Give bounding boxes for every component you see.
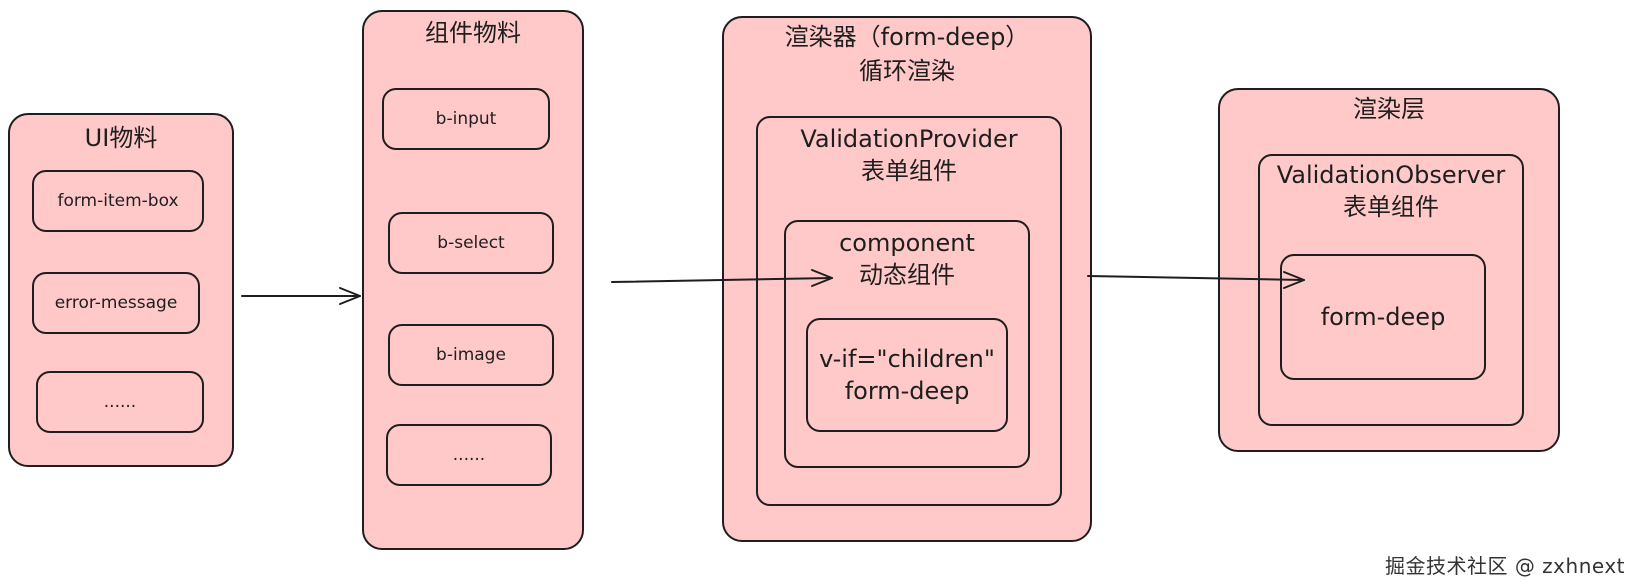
component-materials-title: 组件物料 (425, 19, 521, 47)
renderer-title: 渲染器（form-deep） (784, 23, 1030, 51)
arrowhead-ui-to-components (339, 287, 361, 305)
validation-observer-title: ValidationObserver (1276, 161, 1506, 189)
dynamic-component-title: component (839, 229, 975, 257)
render-layer-title: 渲染层 (1353, 95, 1425, 123)
dynamic-component-subtitle: 动态组件 (859, 261, 955, 289)
component-materials-box: 组件物料 b-input b-select b-image ...... (362, 10, 584, 550)
ui-item-form-item-box: form-item-box (32, 170, 204, 232)
component-item-more: ...... (386, 424, 552, 486)
arrowhead-components-to-renderer (811, 269, 833, 287)
form-deep-box: form-deep (1280, 254, 1486, 380)
validation-provider-box: ValidationProvider 表单组件 component 动态组件 v… (756, 116, 1062, 506)
component-item-b-select: b-select (388, 212, 554, 274)
recursion-label: v-if="children" form-deep (819, 345, 995, 405)
arrow-renderer-to-render-layer (1087, 275, 1305, 281)
arrow-components-to-renderer (611, 277, 833, 283)
recursion-box: v-if="children" form-deep (806, 318, 1008, 432)
component-item-b-input: b-input (382, 88, 550, 150)
ui-item-more: ...... (36, 371, 204, 433)
renderer-subtitle: 循环渲染 (859, 57, 955, 85)
component-item-b-image: b-image (388, 324, 554, 386)
watermark: 掘金技术社区 @ zxhnext (1384, 554, 1625, 578)
ui-materials-box: UI物料 form-item-box error-message ...... (8, 113, 234, 467)
ui-item-error-message: error-message (32, 272, 200, 334)
validation-observer-subtitle: 表单组件 (1343, 193, 1439, 221)
validation-provider-subtitle: 表单组件 (861, 157, 957, 185)
render-layer-box: 渲染层 ValidationObserver 表单组件 form-deep (1218, 88, 1560, 452)
dynamic-component-box: component 动态组件 v-if="children" form-deep (784, 220, 1030, 468)
ui-materials-title: UI物料 (84, 124, 158, 152)
arrowhead-renderer-to-render-layer (1283, 271, 1305, 289)
validation-observer-box: ValidationObserver 表单组件 form-deep (1258, 154, 1524, 426)
validation-provider-title: ValidationProvider (800, 125, 1018, 153)
